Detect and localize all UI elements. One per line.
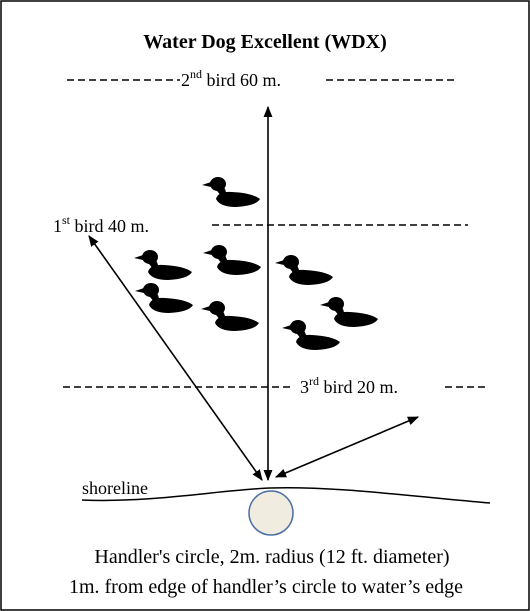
decoy bbox=[134, 250, 192, 280]
arrow-to-third-bird bbox=[274, 416, 420, 478]
decoy bbox=[202, 177, 260, 207]
arrow-to-first-bird bbox=[88, 235, 263, 481]
caption-line-2: 1m. from edge of handler’s circle to wat… bbox=[69, 576, 463, 598]
diagram-title: Water Dog Excellent (WDX) bbox=[143, 31, 386, 53]
caption-line-1: Handler's circle, 2m. radius (12 ft. dia… bbox=[94, 546, 449, 568]
second-bird-label: 2nd bird 60 m. bbox=[181, 67, 281, 90]
shoreline bbox=[81, 486, 491, 504]
decoy bbox=[320, 297, 378, 327]
decoy bbox=[201, 301, 259, 331]
first-bird-label: 1st bird 40 m. bbox=[53, 213, 149, 236]
decoy bbox=[203, 245, 261, 275]
decoy bbox=[282, 320, 340, 350]
decoy bbox=[275, 255, 333, 285]
decoy bbox=[135, 283, 193, 313]
handlers-circle bbox=[248, 490, 294, 536]
third-bird-label: 3rd bird 20 m. bbox=[300, 374, 398, 397]
shoreline-label: shoreline bbox=[82, 478, 148, 498]
